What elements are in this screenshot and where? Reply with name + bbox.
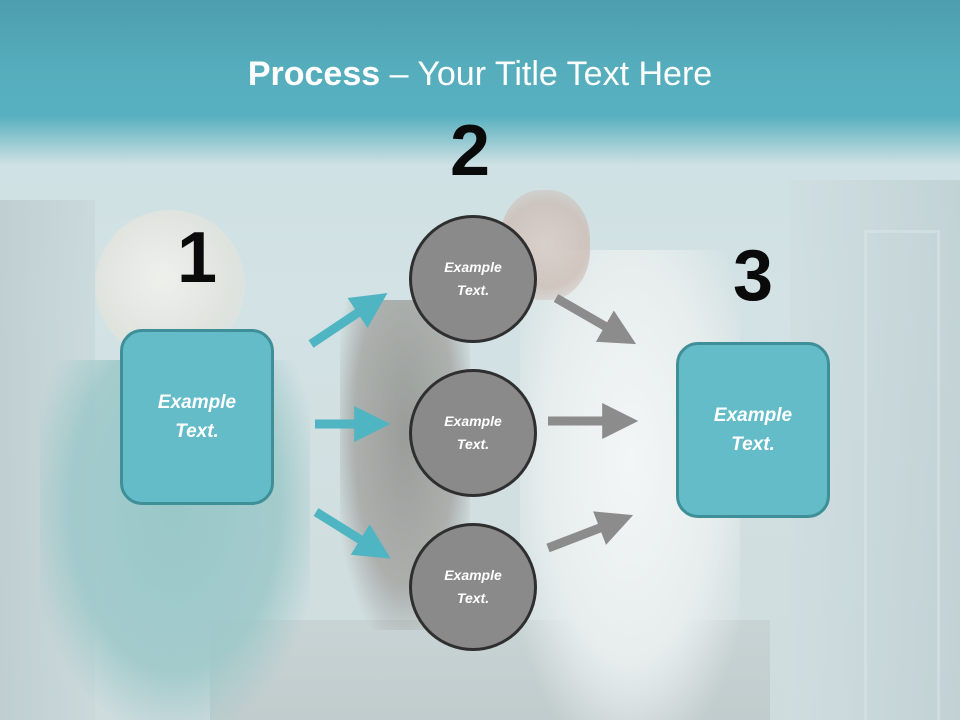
step-2-circle-top: Example Text.	[409, 215, 537, 343]
step-3-box: Example Text.	[676, 342, 830, 518]
circle-bottom-text: Example Text.	[444, 567, 502, 606]
step-2-circle-middle: Example Text.	[409, 369, 537, 497]
slide-title: Process – Your Title Text Here	[0, 52, 960, 96]
circle-top-text: Example Text.	[444, 259, 502, 298]
step-number-2: 2	[450, 111, 491, 191]
step-3-box-text: Example Text.	[713, 405, 793, 455]
step-number-1: 1	[177, 218, 218, 298]
step-1-box-text: Example Text.	[157, 392, 237, 442]
background-door-frame	[864, 230, 940, 720]
arrow-teal-to-circle-3	[313, 508, 391, 559]
title-bold: Process	[247, 55, 381, 93]
title-rest: – Your Title Text Here	[380, 55, 713, 93]
arrow-teal-to-circle-1	[308, 293, 388, 348]
circle-middle-text: Example Text.	[444, 413, 502, 452]
arrow-gray-from-circle-1	[553, 294, 637, 345]
step-1-box: Example Text.	[120, 329, 274, 505]
step-number-3: 3	[733, 236, 774, 316]
header-band: Process – Your Title Text Here	[0, 0, 960, 165]
step-2-circle-bottom: Example Text.	[409, 523, 537, 651]
arrow-gray-from-circle-3	[546, 511, 634, 553]
